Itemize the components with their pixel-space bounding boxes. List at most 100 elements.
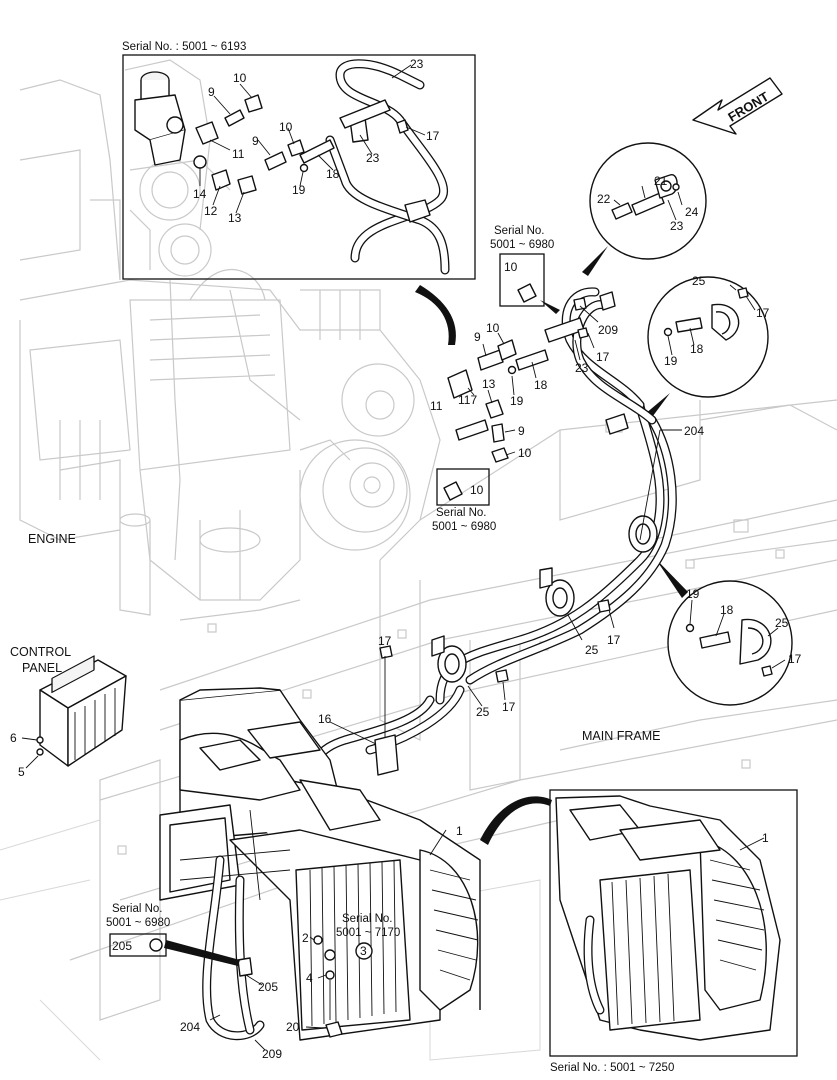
callout-17: 17	[788, 652, 802, 666]
serial-upper-l2: 5001 ~ 6980	[490, 239, 554, 251]
inset-top	[122, 54, 476, 280]
plug-11	[195, 121, 219, 145]
front-arrow	[692, 77, 783, 135]
callout-18: 18	[720, 603, 734, 617]
callout-22: 22	[597, 192, 611, 206]
serial-box-205	[109, 933, 240, 966]
bolt-17e	[597, 599, 611, 613]
callout-4: 4	[306, 971, 313, 985]
callout-25: 25	[775, 616, 789, 630]
plug-11b	[447, 369, 473, 399]
callout-2: 2	[302, 931, 309, 945]
callout-18: 18	[326, 167, 340, 181]
callout-17: 17	[756, 306, 770, 320]
washer-19c	[663, 327, 673, 337]
callout-209: 209	[598, 323, 618, 337]
washer-3	[324, 949, 336, 961]
callout-17: 17	[378, 634, 392, 648]
bolt-17d	[761, 665, 773, 677]
nut-10c	[497, 339, 517, 361]
blower-housing	[419, 849, 479, 1011]
callout-209: 209	[262, 1047, 282, 1061]
bolt-17g	[379, 645, 393, 659]
callout-19: 19	[292, 183, 306, 197]
callout-3-circle	[355, 942, 373, 960]
callout-17: 17	[596, 350, 610, 364]
condenser-core	[295, 859, 411, 1031]
pipe-18c	[675, 317, 703, 333]
callout-11: 11	[430, 399, 443, 413]
callout-13: 13	[228, 211, 242, 225]
serial-upper-l1: Serial No.	[494, 225, 545, 237]
callout-23: 23	[575, 361, 589, 375]
hvac-unit	[159, 687, 481, 1051]
callout-5: 5	[18, 765, 25, 779]
inset-bottom-serial: Serial No. : 5001 ~ 7250	[550, 1062, 674, 1074]
washer-19b	[507, 365, 517, 375]
callout-10: 10	[486, 321, 500, 335]
callout-204: 204	[684, 424, 704, 438]
serial-205-l2: 5001 ~ 6980	[106, 917, 170, 929]
callout-23: 23	[366, 151, 380, 165]
pipe-18a	[299, 139, 335, 164]
fitting-9c	[477, 349, 504, 371]
connector-21	[631, 192, 665, 216]
detail-circle-middle	[645, 276, 769, 420]
callout-21: 21	[654, 174, 668, 188]
serial-3-l1: Serial No.	[342, 913, 393, 925]
pipe-18d	[699, 631, 731, 649]
callout-9: 9	[518, 424, 525, 438]
fitting-9b	[264, 151, 287, 171]
control-panel-label-1: CONTROL	[10, 645, 71, 659]
serial-205-l1: Serial No.	[112, 903, 163, 915]
callout-9: 9	[252, 134, 259, 148]
callout-20: 20	[286, 1020, 300, 1034]
serial-lower-l1: Serial No.	[436, 507, 487, 519]
callout-10: 10	[233, 71, 247, 85]
fitting-12	[211, 169, 231, 191]
bolt-24	[672, 183, 680, 191]
screw-2	[313, 935, 323, 945]
callout-10-box: 10	[504, 260, 518, 274]
fitting-9d	[491, 423, 505, 443]
callout-10-box: 10	[470, 483, 484, 497]
detail-circle-lower	[655, 558, 793, 706]
nut-10b	[287, 139, 305, 157]
control-panel	[21, 655, 127, 769]
callout-18: 18	[534, 378, 548, 392]
callout-24: 24	[685, 205, 699, 219]
callout-10: 10	[279, 120, 293, 134]
callout-12: 12	[204, 204, 218, 218]
callout-3: 3	[360, 944, 367, 958]
fitting-117	[455, 419, 489, 441]
callout-16: 16	[318, 712, 332, 726]
callout-205: 205	[258, 980, 278, 994]
callout-14: 14	[193, 187, 207, 201]
callout-205-box: 205	[112, 939, 132, 953]
screw-5	[36, 748, 44, 756]
control-panel-label-2: PANEL	[22, 661, 62, 675]
callout-23: 23	[410, 57, 424, 71]
callout-25: 25	[585, 643, 599, 657]
bolt-17c	[737, 287, 749, 299]
pipe-18b	[515, 349, 549, 371]
callout-13: 13	[482, 377, 496, 391]
nut-10d	[491, 447, 509, 463]
nut-4	[325, 970, 335, 980]
engine-label: ENGINE	[28, 532, 76, 546]
callout-10: 10	[518, 446, 532, 460]
bolt-20	[325, 1021, 343, 1038]
callout-1: 1	[456, 824, 463, 838]
labels: Serial No. : 5001 ~ 6193 FRONT ENGINE CO…	[10, 41, 802, 1074]
detail-circle-upper	[582, 142, 707, 276]
fitting-22	[611, 202, 633, 220]
callout-25: 25	[476, 705, 490, 719]
washer-19a	[299, 163, 309, 173]
callout-9: 9	[208, 85, 215, 99]
callout-6: 6	[10, 731, 17, 745]
nut-13	[237, 175, 257, 195]
callout-18: 18	[690, 342, 704, 356]
washer-19d	[685, 623, 695, 633]
